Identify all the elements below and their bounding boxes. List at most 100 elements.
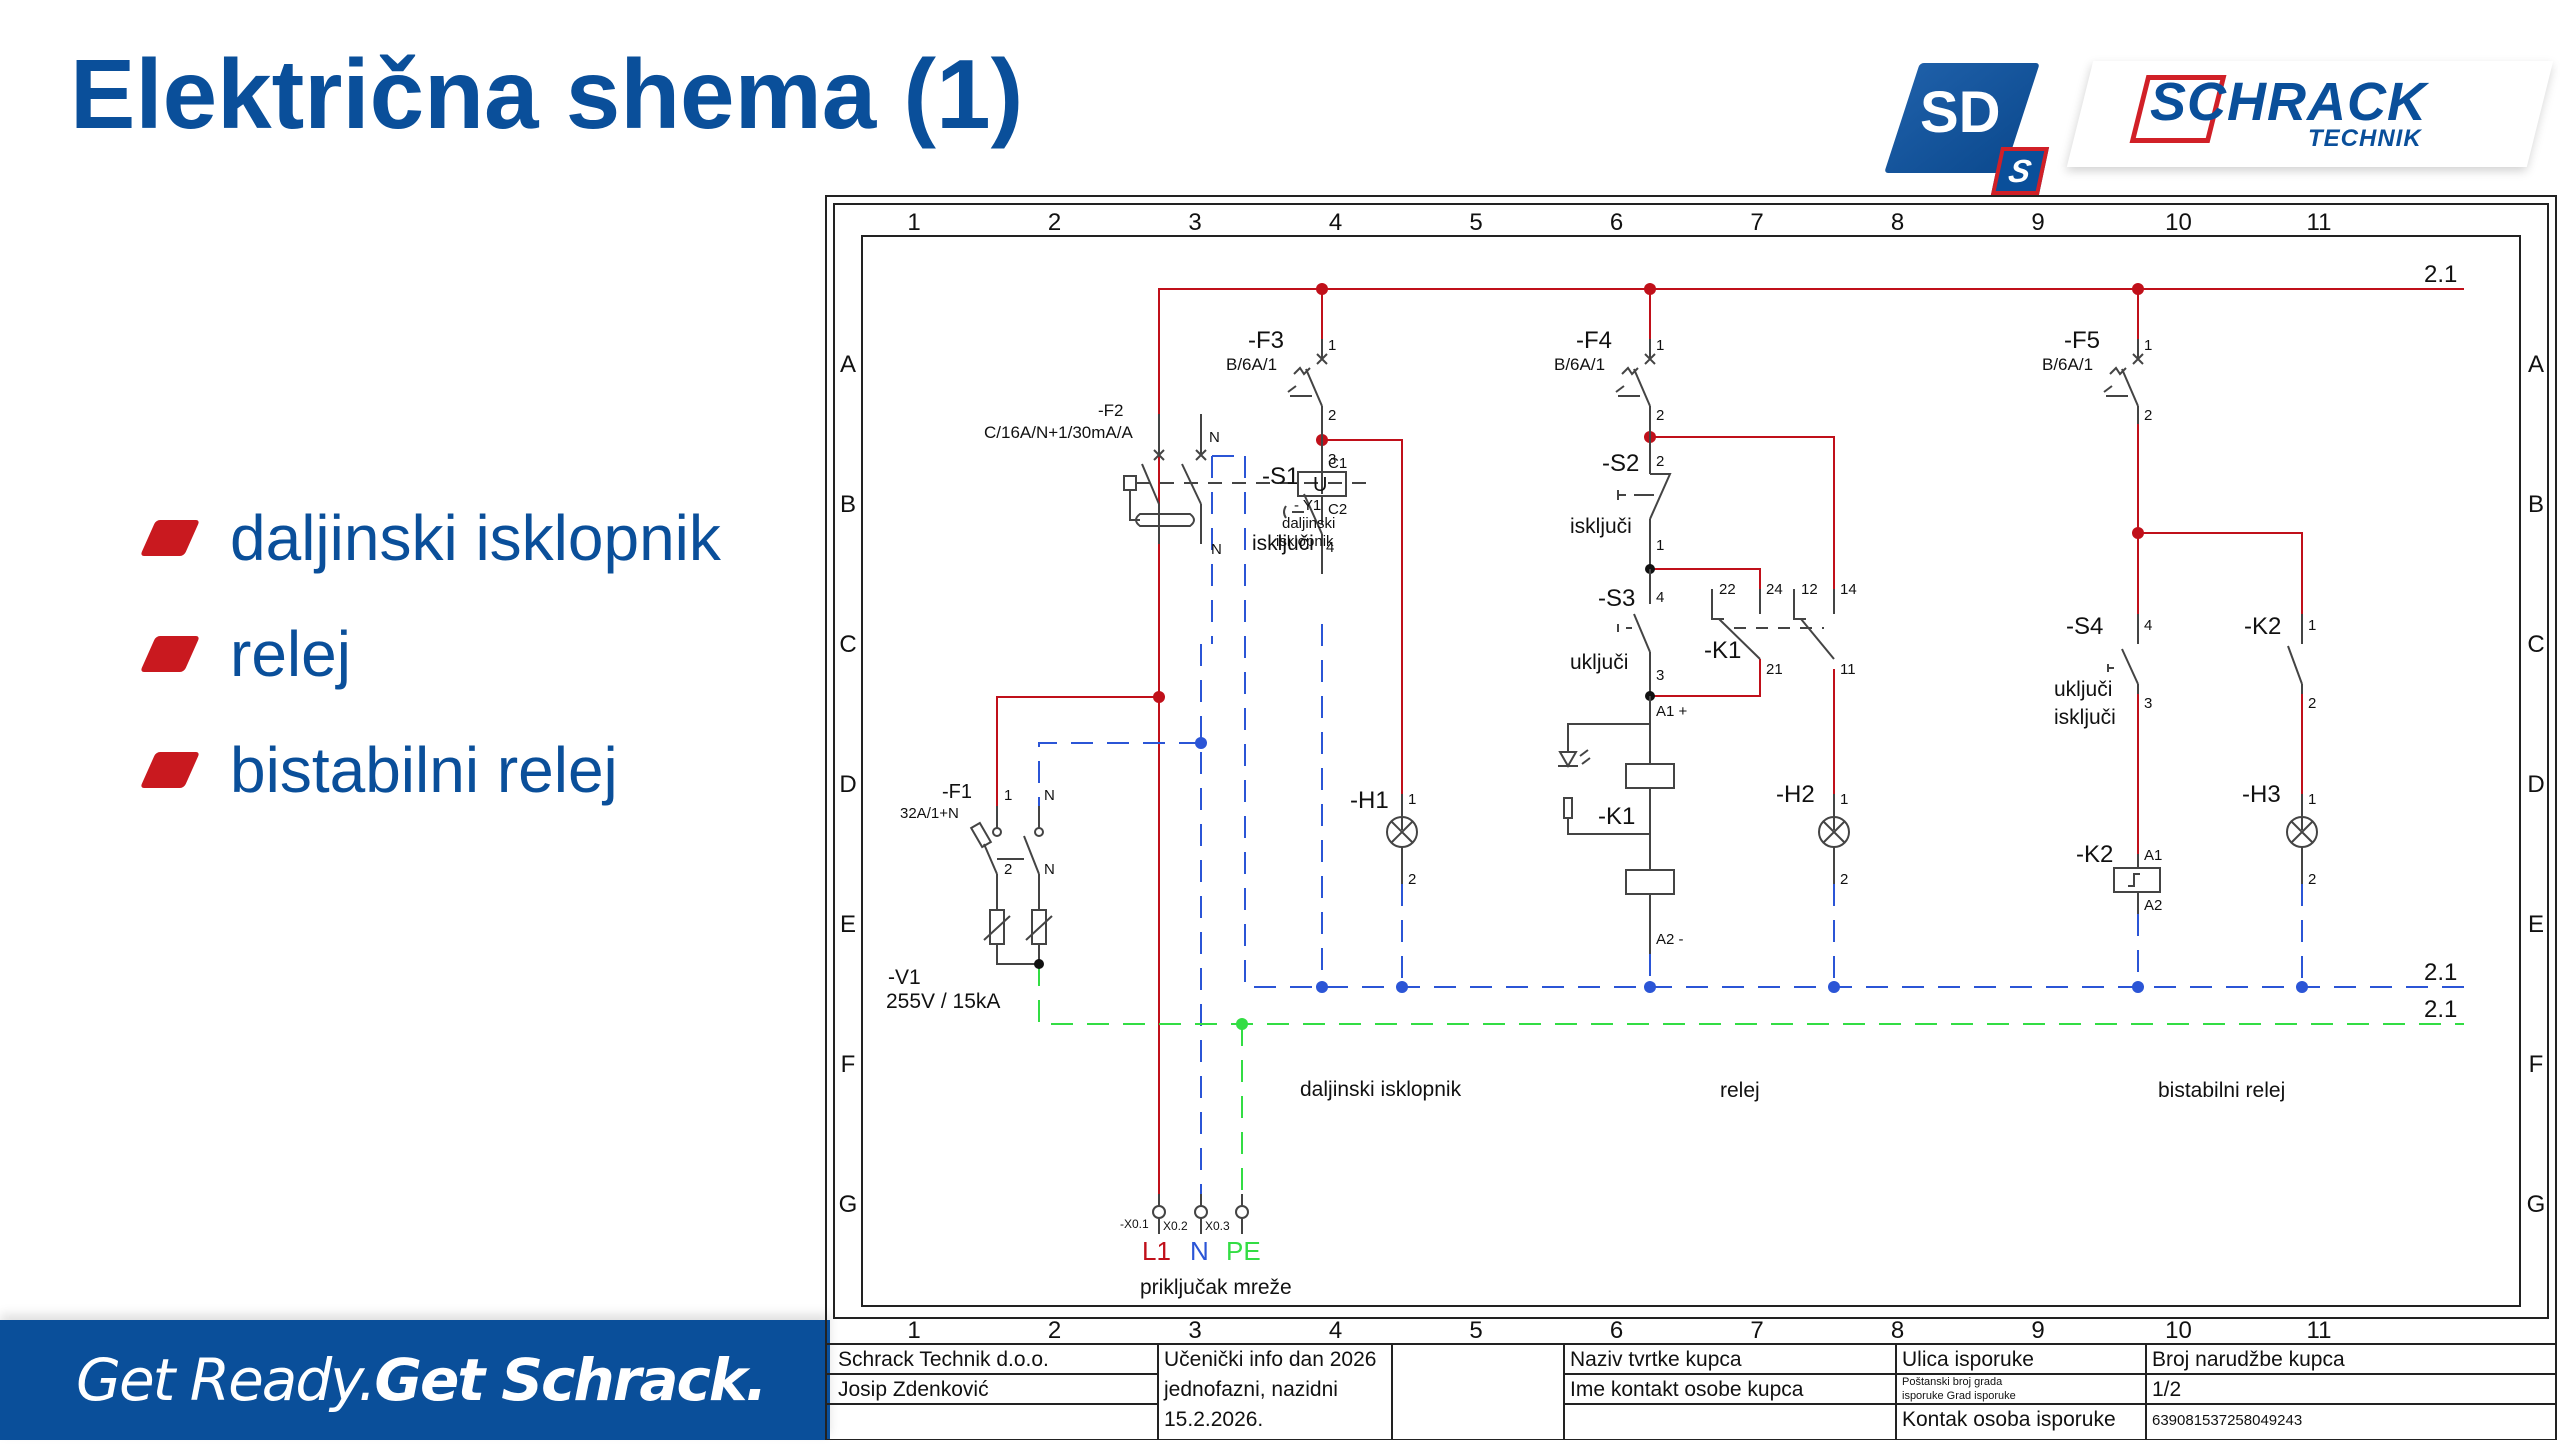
s3-pin-4: 4: [1656, 589, 1664, 606]
title-block-customer-contact: Ime kontakt osobe kupca: [1570, 1378, 1804, 1401]
grid-row-label: G: [839, 1191, 858, 1218]
breaker-f5-symbol: [2103, 339, 2144, 424]
f3-pin-1: 1: [1328, 337, 1336, 354]
bullet-text: daljinski isklopnik: [230, 502, 721, 574]
f5-pin-2: 2: [2144, 407, 2152, 424]
grid-column-label: 9: [2031, 1317, 2044, 1344]
grid-column-label: 8: [1891, 209, 1904, 236]
rcbo-f2-symbol: [1123, 414, 1374, 544]
f1-pin-n-bottom: N: [1044, 861, 1055, 878]
title-block-order-label: Broj narudžbe kupca: [2152, 1348, 2345, 1371]
s4-tag: -S4: [2066, 613, 2103, 640]
pushbutton-s2-symbol: [1617, 437, 1672, 569]
grid-column-label: 10: [2165, 209, 2192, 236]
k1-coil-tag: -K1: [1598, 803, 1635, 830]
grid-column-label: 4: [1329, 1317, 1342, 1344]
grid-column-label: 3: [1188, 1317, 1201, 1344]
pushbutton-s1-symbol: [1283, 440, 1323, 574]
n-junctions: [1195, 737, 2308, 993]
footer-band: [0, 1320, 830, 1440]
title-block-doc-number: 639081537258049243: [2152, 1412, 2303, 1429]
f3-pin-2: 2: [1328, 407, 1336, 424]
fuse-f1-symbol: [969, 806, 1044, 910]
grid-row-label: C: [2527, 631, 2544, 658]
slogan-light: Get Ready.: [76, 1346, 376, 1414]
h2-pin-1: 1: [1840, 791, 1848, 808]
h2-tag: -H2: [1776, 781, 1815, 808]
l1-junctions: [1153, 283, 2144, 703]
grid-row-label: A: [840, 351, 856, 378]
title-block-date: 15.2.2026.: [1164, 1408, 1264, 1431]
s2-tag: -S2: [1602, 450, 1639, 477]
lamp-h3-symbol: [2286, 794, 2318, 884]
title-block-company: Schrack Technik d.o.o.: [838, 1348, 1049, 1371]
k1-pin-a2: A2 -: [1656, 931, 1684, 948]
grid-row-label: A: [2528, 351, 2544, 378]
f5-tag: -F5: [2064, 327, 2100, 354]
section-label-remote-switch: daljinski isklopnik: [1300, 1078, 1462, 1101]
technik-logo-text: TECHNIK: [2308, 125, 2422, 152]
bullet-text: bistabilni relej: [230, 734, 618, 806]
parallelogram-bullet-icon: [139, 520, 201, 556]
s1-tag: -S1: [1262, 463, 1299, 490]
pe-reference-label: 2.1: [2424, 996, 2457, 1023]
s1-pin-4: 4: [1326, 539, 1334, 556]
s2-pin-1: 1: [1656, 537, 1664, 554]
v1-rating: 255V / 15kA: [886, 990, 1000, 1013]
grid-column-label: 3: [1188, 209, 1201, 236]
grid-row-label: D: [2527, 771, 2544, 798]
f4-pin-1: 1: [1656, 337, 1664, 354]
k2-pin-a1: A1: [2144, 847, 2162, 864]
lamp-h1-symbol: [1386, 794, 1418, 884]
terminal-n-label: N: [1190, 1236, 1209, 1266]
pe-wiring: [1038, 964, 2464, 1194]
relay-k2-coil: [2113, 854, 2161, 914]
f1-pin-1: 1: [1004, 787, 1012, 804]
f4-tag: -F4: [1576, 327, 1612, 354]
bullet-item: daljinski isklopnik: [139, 480, 721, 596]
y1-pin-c2: C2: [1328, 501, 1347, 518]
s1-label: isključi: [1252, 532, 1314, 555]
y1-pin-c1: C1: [1328, 455, 1347, 472]
f1-pin-n-top: N: [1044, 787, 1055, 804]
grid-row-label: F: [2529, 1051, 2544, 1078]
f5-pin-1: 1: [2144, 337, 2152, 354]
logo-area: SD S SCHRACK TECHNIK: [1880, 55, 2560, 195]
title-block-project: Učenički info dan 2026: [1164, 1348, 1377, 1371]
s4-pin-4: 4: [2144, 617, 2152, 634]
s3-label: uključi: [1570, 651, 1628, 674]
h1-tag: -H1: [1350, 787, 1389, 814]
f1-tag: -F1: [942, 781, 972, 803]
y1-label-line2: isklopnik: [1276, 533, 1334, 550]
k2-contact-tag: -K2: [2244, 613, 2281, 640]
f2-pin-n-top: N: [1209, 429, 1220, 446]
f2-rating: C/16A/N+1/30mA/A: [984, 423, 1133, 442]
x02-label: X0.2: [1163, 1219, 1188, 1233]
grid-column-label: 6: [1610, 1317, 1623, 1344]
y1-tag: - Y1: [1294, 497, 1321, 514]
surge-protector-v1-symbol: [983, 909, 1053, 969]
relay-k1-coil: [1558, 696, 1675, 954]
title-block-author: Josip Zdenković: [838, 1378, 989, 1401]
title-block-delivery-street: Ulica isporuke: [1902, 1348, 2034, 1371]
grid-column-label: 11: [2307, 209, 2332, 236]
grid-column-label: 2: [1048, 209, 1061, 236]
mains-terminal-symbol: [1152, 1194, 1249, 1234]
remote-switch-y1-coil: [1297, 471, 1347, 524]
x03-label: X0.3: [1205, 1219, 1230, 1233]
title-block-customer-company: Naziv tvrtke kupca: [1570, 1348, 1742, 1371]
grid-column-label: 7: [1750, 209, 1763, 236]
y1-coil-letter: U: [1313, 474, 1327, 496]
k2-pin-2: 2: [2308, 695, 2316, 712]
n-reference-label: 2.1: [2424, 959, 2457, 986]
k1-pin-22: 22: [1719, 581, 1736, 598]
title-block-delivery-contact: Kontak osoba isporuke: [1902, 1408, 2116, 1431]
f1-pin-2: 2: [1004, 861, 1012, 878]
sd-logo-text: SD: [1920, 80, 2001, 145]
h3-tag: -H3: [2242, 781, 2281, 808]
grid-column-label: 1: [907, 209, 920, 236]
slogan: Get Ready.Get Schrack.: [76, 1346, 767, 1414]
